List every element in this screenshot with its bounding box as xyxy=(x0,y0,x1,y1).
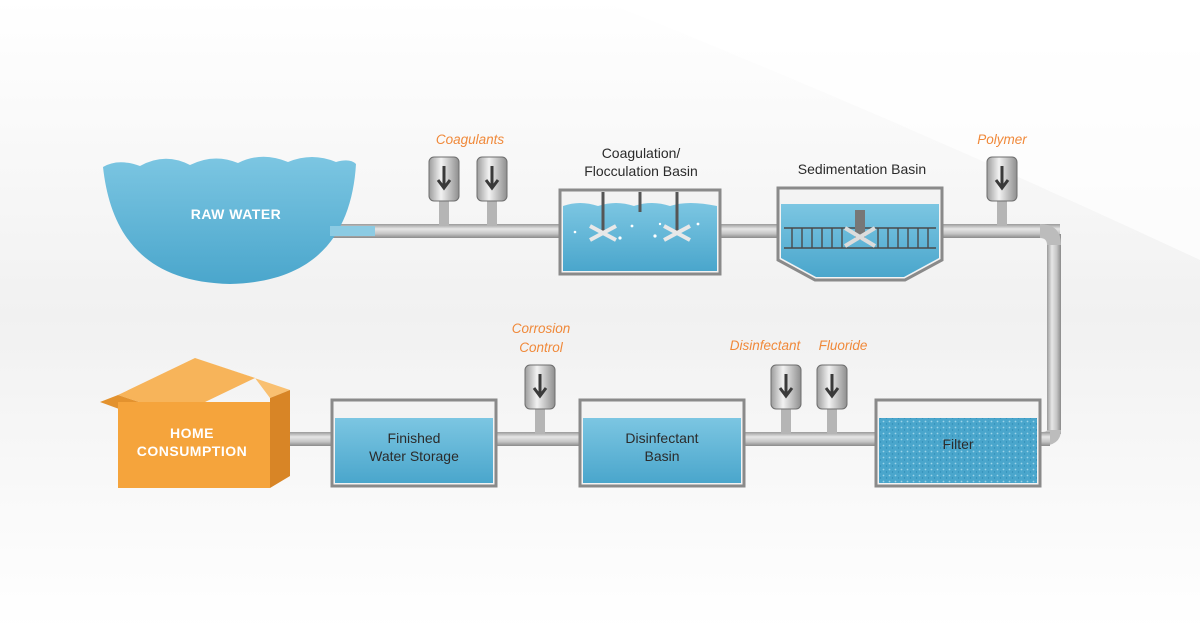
coagulant-feeder-1 xyxy=(428,156,460,226)
polymer-label: Polymer xyxy=(977,132,1027,147)
down-arrow-icon xyxy=(994,166,1010,191)
mixer-icon xyxy=(663,192,691,242)
down-arrow-icon xyxy=(824,374,840,399)
disinfectant-basin-label-line2: Basin xyxy=(644,448,679,464)
coagulation-label-line1: Coagulation/ xyxy=(602,145,681,161)
raw-water: RAW WATER xyxy=(103,156,375,284)
background-swoosh xyxy=(600,0,1200,260)
return-pipe xyxy=(1047,234,1061,434)
storage-label-line2: Water Storage xyxy=(369,448,459,464)
raw-water-label: RAW WATER xyxy=(191,206,282,222)
finished-water-storage: Finished Water Storage xyxy=(330,398,498,488)
storage-label-line1: Finished xyxy=(388,430,441,446)
disinfectant-feeder xyxy=(770,364,802,434)
coagulation-basin xyxy=(558,188,722,276)
corrosion-control-feeder xyxy=(524,364,556,434)
mixer-icon xyxy=(589,192,617,242)
sedimentation-label: Sedimentation Basin xyxy=(798,161,926,177)
disinfectant-basin-label-line1: Disinfectant xyxy=(625,430,698,446)
filter-label: Filter xyxy=(942,436,973,452)
disinfectant-chem-label: Disinfectant xyxy=(730,338,802,353)
fluoride-feeder xyxy=(816,364,848,434)
home-label-line2: CONSUMPTION xyxy=(137,443,248,459)
coagulation-label-line2: Flocculation Basin xyxy=(584,163,698,179)
coagulant-feeder-2 xyxy=(476,156,508,226)
house-icon: HOME CONSUMPTION xyxy=(100,358,290,488)
fluoride-label: Fluoride xyxy=(819,338,868,353)
down-arrow-icon xyxy=(532,374,548,399)
down-arrow-icon xyxy=(484,166,500,191)
polymer-feeder xyxy=(986,156,1018,226)
intake xyxy=(330,226,375,236)
home-label-line1: HOME xyxy=(170,425,214,441)
raw-water-body xyxy=(103,156,356,284)
sedimentation-basin xyxy=(776,186,944,282)
corrosion-label-line1: Corrosion xyxy=(512,321,571,336)
coagulants-label: Coagulants xyxy=(436,132,505,147)
corrosion-label-line2: Control xyxy=(519,340,564,355)
filter-basin: Filter xyxy=(874,398,1042,488)
pipe-elbow-top xyxy=(1040,224,1061,245)
down-arrow-icon xyxy=(436,166,452,191)
disinfectant-basin: Disinfectant Basin xyxy=(578,398,746,488)
down-arrow-icon xyxy=(778,374,794,399)
